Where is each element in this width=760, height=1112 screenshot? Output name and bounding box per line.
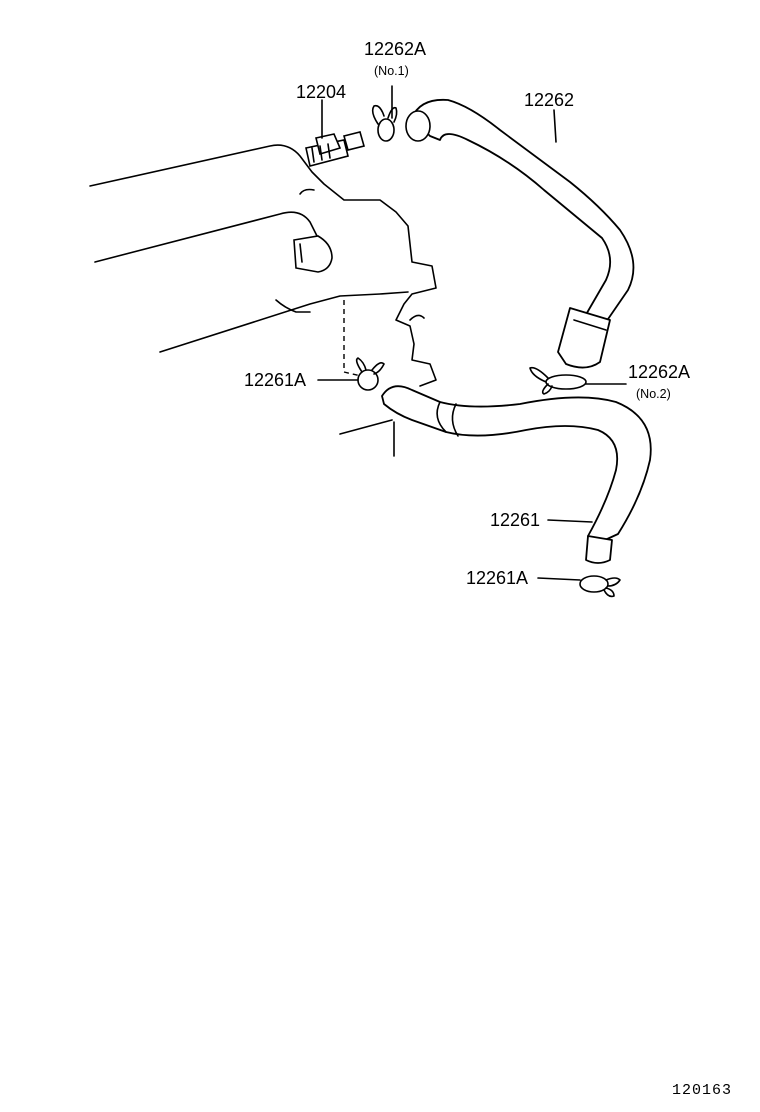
clamp-no1 (371, 104, 398, 142)
label-hose-upper: 12262 (524, 90, 574, 110)
label-hose-lower: 12261 (490, 510, 540, 530)
label-clamp-no1: 12262A (364, 39, 426, 59)
label-clamp-bottom: 12261A (466, 568, 528, 588)
engine-cover-outline (89, 144, 437, 457)
hose-12261 (381, 385, 652, 564)
clamp-bottom (579, 575, 621, 598)
label-clamp-no2-note: (No.2) (636, 387, 671, 401)
diagram-code: 120163 (672, 1082, 732, 1099)
label-clamp-no2: 12262A (628, 362, 690, 382)
pcv-valve (305, 131, 365, 167)
label-valve: 12204 (296, 82, 346, 102)
clamp-no2 (529, 366, 587, 395)
label-clamp-no1-note: (No.1) (374, 64, 409, 78)
clamp-left (355, 357, 385, 391)
label-clamp-left: 12261A (244, 370, 306, 390)
hose-12262 (405, 98, 635, 369)
leader-lines (317, 85, 627, 581)
